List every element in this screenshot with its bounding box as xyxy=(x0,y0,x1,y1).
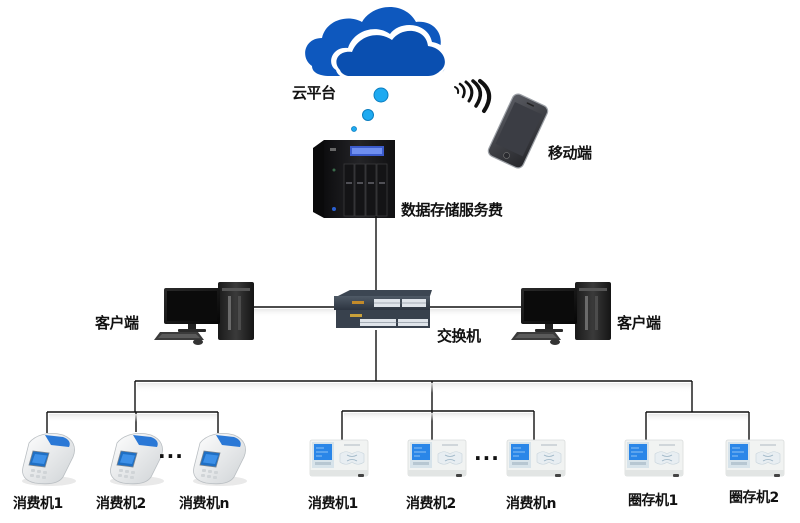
device-label: 消费机1 xyxy=(308,496,358,512)
cloud-icon xyxy=(305,6,449,78)
card-terminal-icon xyxy=(506,439,566,478)
device-label: 消费机n xyxy=(179,496,229,512)
wireless-bubbles-icon xyxy=(351,87,389,132)
switch-label: 交换机 xyxy=(437,327,481,345)
device-label: 圈存机1 xyxy=(628,493,678,509)
wall-consumption-group xyxy=(309,439,566,478)
smartphone-icon xyxy=(487,93,549,169)
desktop-computer-icon-left xyxy=(154,282,254,345)
pos-terminal-icon xyxy=(21,432,77,487)
network-switch-icon xyxy=(334,290,432,328)
handheld-consumption-group xyxy=(21,432,248,487)
device-label: 圈存机2 xyxy=(729,490,779,506)
card-terminal-icon xyxy=(309,439,369,478)
device-label: 消费机2 xyxy=(96,496,146,512)
card-terminal-icon xyxy=(725,439,785,478)
desktop-computer-icon-right xyxy=(511,282,611,345)
client-left-label: 客户端 xyxy=(95,314,139,332)
card-terminal-icon xyxy=(407,439,467,478)
device-label: 消费机1 xyxy=(13,496,63,512)
pos-terminal-icon xyxy=(192,432,248,487)
top-up-group xyxy=(624,439,785,478)
wireless-signal-icon xyxy=(454,79,492,113)
ellipsis-group-1: ··· xyxy=(158,444,184,468)
mobile-label: 移动端 xyxy=(548,144,592,162)
nas-server-icon xyxy=(313,140,395,218)
card-terminal-icon xyxy=(624,439,684,478)
device-label: 消费机2 xyxy=(406,496,456,512)
cloud-label: 云平台 xyxy=(292,84,336,102)
pos-terminal-icon xyxy=(109,432,165,487)
ellipsis-group-2: ··· xyxy=(474,446,500,470)
client-right-label: 客户端 xyxy=(617,314,661,332)
server-label: 数据存储服务费 xyxy=(401,201,503,219)
device-label: 消费机n xyxy=(506,496,556,512)
